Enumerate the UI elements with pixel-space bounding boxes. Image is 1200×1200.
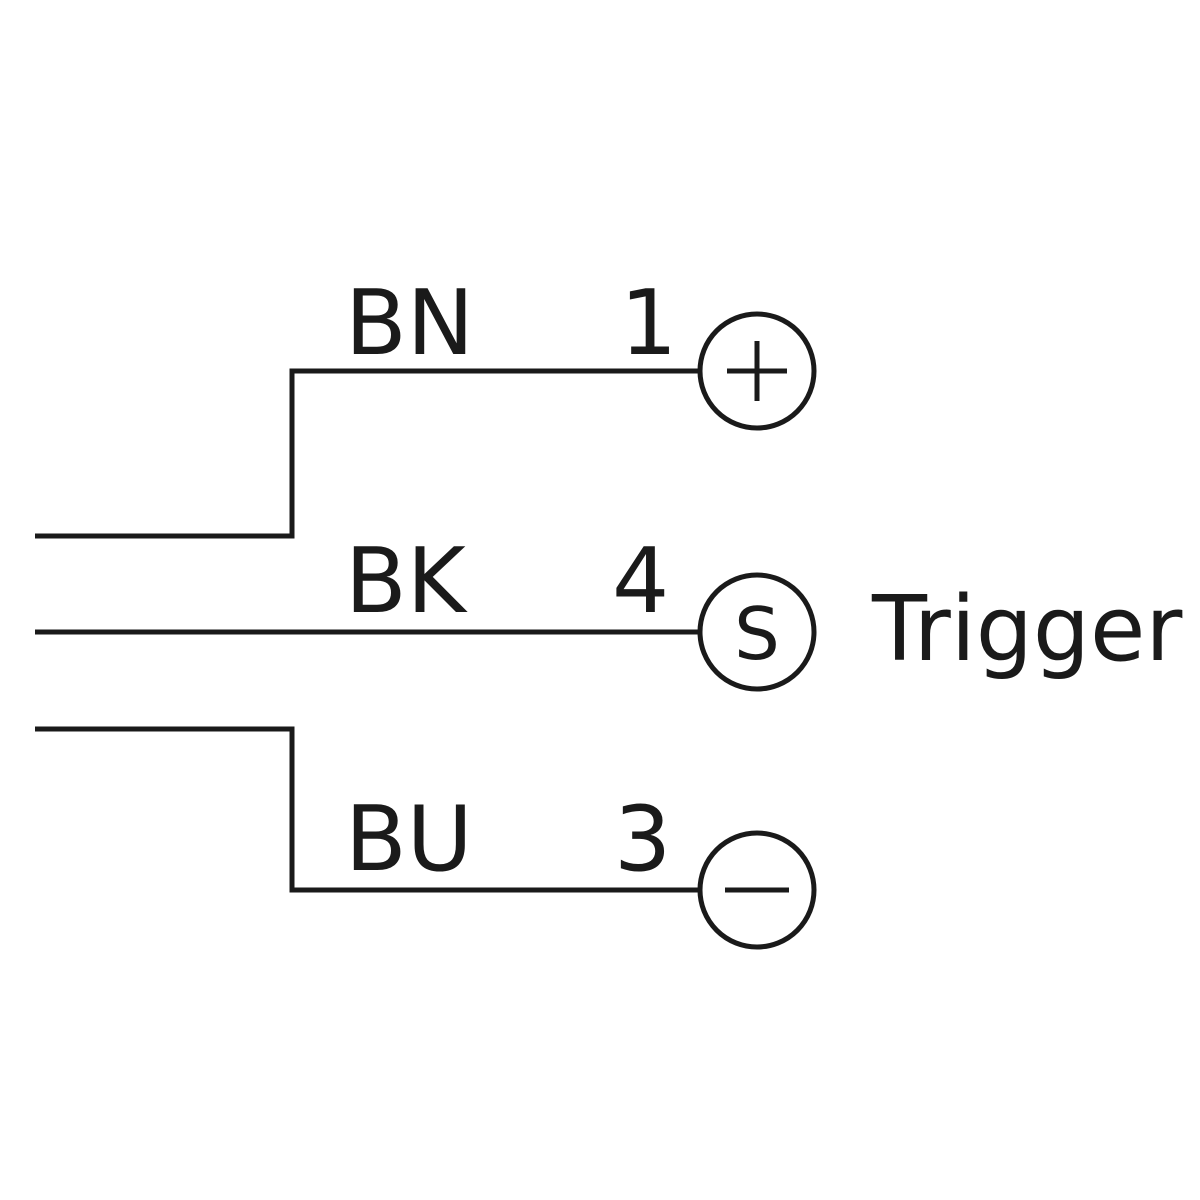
terminal-plus-icon: [697, 311, 817, 431]
wire-bk-pin-label: 4: [612, 529, 669, 634]
terminal-minus-icon: [697, 830, 817, 950]
wire-bk-color-label: BK: [345, 529, 468, 634]
terminal-signal-icon: S: [697, 572, 817, 692]
wire-bn-pin-label: 1: [620, 271, 677, 376]
wire-bk: BK 4 S Trigger: [35, 529, 1182, 692]
wire-bn: BN 1: [35, 271, 817, 539]
wire-bu: BU 3: [35, 726, 817, 950]
wire-bu-line: [35, 726, 700, 893]
wire-bn-color-label: BN: [345, 271, 474, 376]
wire-bu-pin-label: 3: [614, 787, 671, 892]
trigger-function-label: Trigger: [871, 577, 1182, 682]
wire-bu-color-label: BU: [345, 787, 473, 892]
terminal-signal-symbol: S: [734, 592, 780, 676]
wire-bn-line: [35, 368, 700, 539]
